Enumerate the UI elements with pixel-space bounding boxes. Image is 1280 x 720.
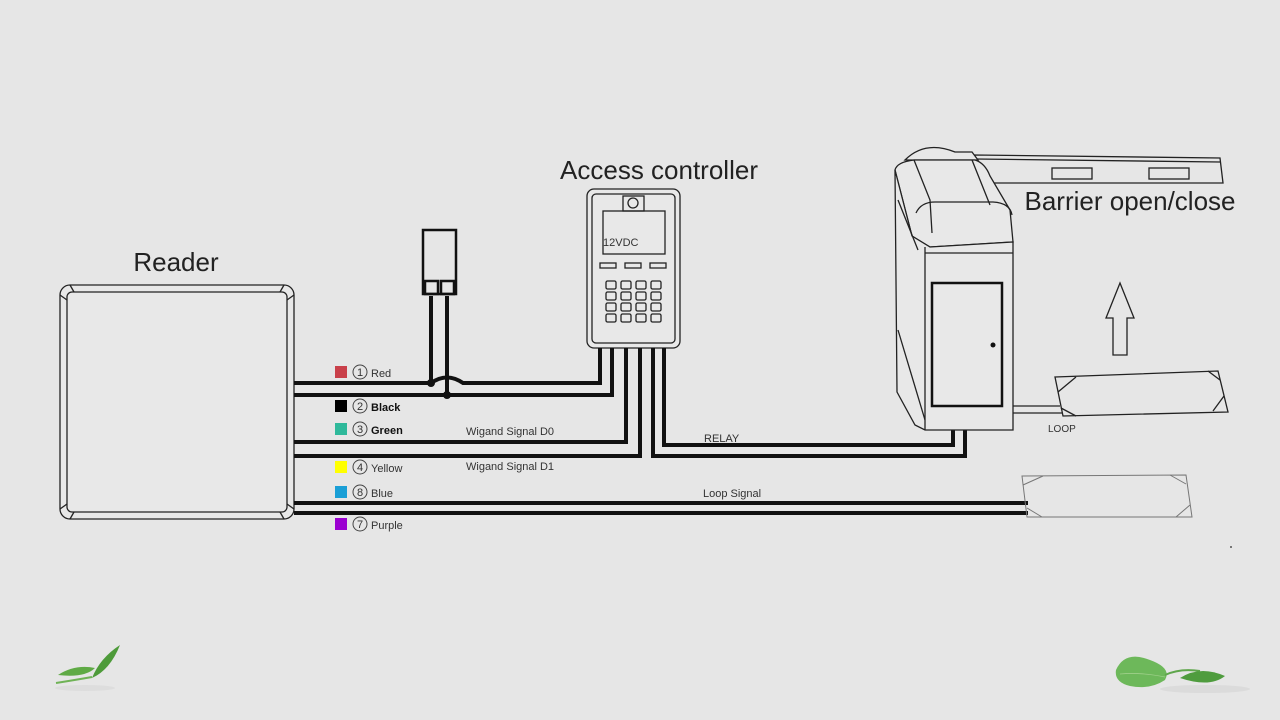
- keypad-key: [620, 291, 632, 301]
- wire-relay-1: [651, 350, 967, 458]
- keypad-key: [620, 302, 632, 312]
- legend-item-yellow: 4 Yellow: [335, 459, 402, 475]
- label-loop-signal: Loop Signal: [703, 488, 761, 500]
- wires: [294, 296, 1028, 515]
- label-loop: LOOP: [1048, 424, 1076, 435]
- junction-black: [443, 391, 451, 399]
- wire-number: 1: [357, 367, 363, 379]
- color-swatch: [335, 461, 347, 473]
- keypad-key: [650, 280, 662, 290]
- function-key: [649, 262, 667, 269]
- number-circle: [352, 364, 368, 380]
- legend-item-red: 1 Red: [335, 364, 391, 380]
- keypad-key: [650, 302, 662, 312]
- wire-number: 2: [357, 401, 363, 413]
- wire-color-label: Green: [371, 425, 403, 437]
- controller-display: [602, 210, 666, 255]
- color-swatch: [335, 518, 347, 530]
- wire-color-label: Blue: [371, 488, 393, 500]
- wire-color-label: Red: [371, 368, 391, 380]
- color-swatch: [335, 486, 347, 498]
- function-key: [599, 262, 617, 269]
- keypad-key: [605, 313, 617, 323]
- function-key: [624, 262, 642, 269]
- color-swatch: [335, 400, 347, 412]
- label-wiegand-d0: Wigand Signal D0: [466, 426, 554, 438]
- color-swatch: [335, 423, 347, 435]
- wire-number: 3: [357, 424, 363, 436]
- wire-relay-2: [662, 350, 955, 447]
- number-circle: [352, 398, 368, 414]
- number-circle: [352, 421, 368, 437]
- loop-signal-pad: [1021, 474, 1193, 518]
- leaf-icon: [55, 645, 120, 691]
- wire-color-label: Yellow: [371, 463, 402, 475]
- keypad-key: [620, 280, 632, 290]
- leaf-icon: [1115, 656, 1250, 693]
- keypad-key: [635, 280, 647, 290]
- keypad-key: [635, 302, 647, 312]
- number-circle: [352, 459, 368, 475]
- legend-item-purple: 7 Purple: [335, 516, 403, 532]
- wire-color-legend: 1 Red 2 Black 3 Green 4 Yellow 8 Blue 7 Purple: [335, 364, 403, 532]
- wire-green: [294, 350, 628, 444]
- keypad-key: [605, 280, 617, 290]
- up-arrow-icon: [1105, 281, 1135, 356]
- legend-item-green: 3 Green: [335, 421, 403, 437]
- wire-number: 4: [357, 462, 363, 474]
- reader-title: Reader: [133, 247, 219, 277]
- label-relay: RELAY: [704, 433, 740, 445]
- number-circle: [352, 484, 368, 500]
- legend-item-black: 2 Black: [335, 398, 401, 414]
- keypad-key: [620, 313, 632, 323]
- label-wiegand-d1: Wigand Signal D1: [466, 461, 554, 473]
- barrier-door: [930, 281, 1004, 408]
- wire-color-label: Purple: [371, 520, 403, 532]
- door-lock: [990, 342, 996, 348]
- wire-number: 8: [357, 487, 363, 499]
- keypad-key: [635, 291, 647, 301]
- power-adapter-icon: [421, 228, 458, 296]
- keypad-key: [605, 291, 617, 301]
- function-keys: [599, 262, 667, 269]
- access-controller-title: Access controller: [560, 155, 758, 185]
- legend-item-blue: 8 Blue: [335, 484, 393, 500]
- controller-display-text: 12VDC: [603, 237, 639, 249]
- keypad-key: [650, 313, 662, 323]
- keypad: [605, 280, 662, 323]
- access-controller-device: 12VDC: [586, 188, 681, 355]
- keypad-key: [650, 291, 662, 301]
- wire-black: [294, 350, 614, 397]
- wire-color-label: Black: [371, 402, 401, 414]
- keypad-key: [605, 302, 617, 312]
- color-swatch: [335, 366, 347, 378]
- keypad-key: [635, 313, 647, 323]
- barrier-gate: [894, 146, 1224, 431]
- vehicle-loop-pad: [1054, 370, 1229, 417]
- wire-number: 7: [357, 519, 363, 531]
- controller-terminals: [598, 348, 666, 355]
- junction-red: [427, 379, 435, 387]
- number-circle: [352, 516, 368, 532]
- wire-yellow: [294, 350, 642, 458]
- wire-red-continue: [429, 350, 602, 385]
- reader-device: [59, 284, 295, 520]
- barrier-title: Barrier open/close: [1025, 186, 1236, 216]
